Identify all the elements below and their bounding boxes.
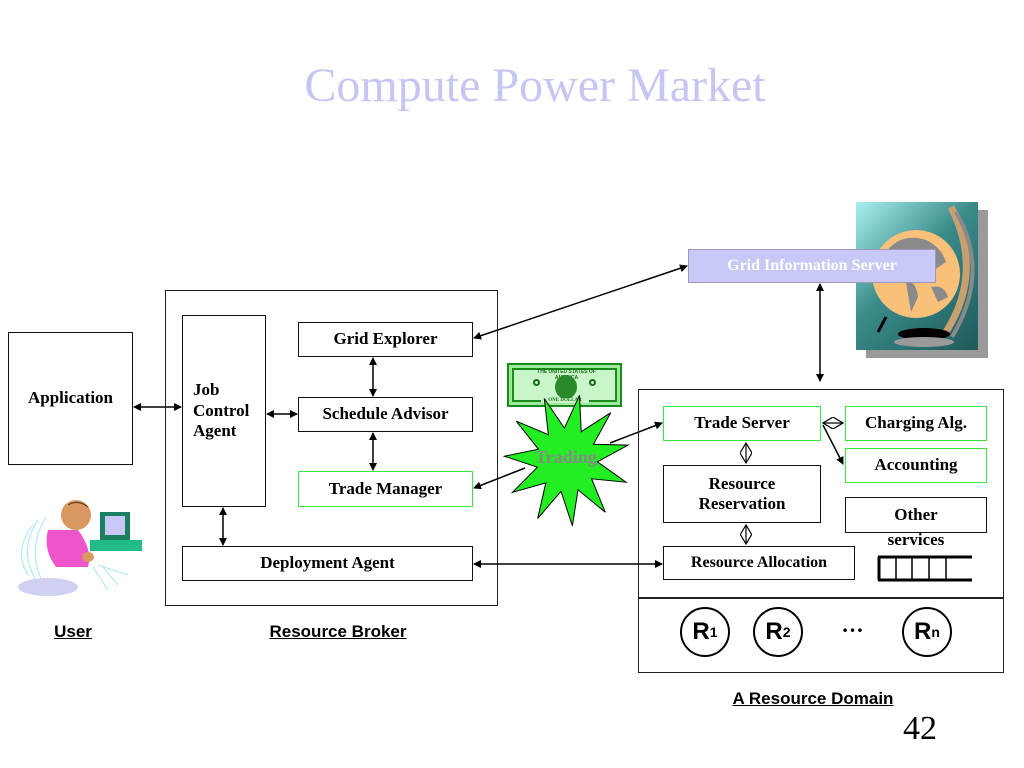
job-control-agent-box[interactable]: Job Control Agent bbox=[182, 315, 266, 507]
resource-r2-label: R bbox=[765, 618, 783, 645]
dollar-bill-denomination: ONE DOLLAR bbox=[541, 398, 589, 403]
resource-domain-divider bbox=[638, 597, 1004, 599]
application-box[interactable]: Application bbox=[8, 332, 133, 465]
accounting-label: Accounting bbox=[874, 455, 958, 475]
deployment-agent-box[interactable]: Deployment Agent bbox=[182, 546, 473, 581]
page-number: 42 bbox=[903, 710, 937, 747]
resource-r1-label: R bbox=[692, 618, 710, 645]
resource-allocation-label: Resource Allocation bbox=[690, 554, 828, 572]
grid-explorer-box[interactable]: Grid Explorer bbox=[298, 322, 473, 357]
resource-ellipsis: … bbox=[841, 612, 864, 637]
resource-domain-caption: A Resource Domain bbox=[732, 689, 894, 708]
resource-rn-sub: n bbox=[931, 624, 940, 640]
person-at-computer-icon bbox=[18, 500, 142, 596]
trade-manager-label: Trade Manager bbox=[328, 478, 443, 498]
other-services-sublabel: services bbox=[887, 530, 945, 549]
resource-allocation-box[interactable]: Resource Allocation bbox=[663, 546, 855, 580]
trade-manager-box[interactable]: Trade Manager bbox=[298, 471, 473, 507]
grid-explorer-label: Grid Explorer bbox=[333, 329, 438, 349]
charging-alg-box[interactable]: Charging Alg. bbox=[845, 406, 987, 441]
resource-r2-sub: 2 bbox=[782, 624, 791, 640]
other-services-label: Other bbox=[894, 504, 938, 524]
resource-rn-label: R bbox=[914, 618, 932, 645]
resource-domain-container bbox=[638, 389, 1004, 673]
resource-broker-caption: Resource Broker bbox=[269, 622, 407, 641]
trading-starburst-icon bbox=[502, 395, 630, 526]
accounting-box[interactable]: Accounting bbox=[845, 448, 987, 483]
trading-label: Trading bbox=[535, 447, 597, 467]
slide-title: Compute Power Market bbox=[304, 59, 766, 112]
resource-r1-sub: 1 bbox=[709, 624, 718, 640]
arrow-grid-explorer-gis bbox=[473, 264, 688, 340]
dollar-bill-icon: THE UNITED STATES OF AMERICA ONE DOLLAR bbox=[507, 363, 622, 407]
grid-information-server-label: Grid Information Server bbox=[727, 257, 897, 274]
queue-icon bbox=[877, 555, 972, 582]
resource-reservation-box[interactable]: Resource Reservation bbox=[663, 465, 821, 523]
job-control-agent-label: Job Control Agent bbox=[193, 380, 250, 441]
grid-information-server-box[interactable]: Grid Information Server bbox=[688, 249, 936, 283]
other-services-box[interactable]: Other bbox=[845, 497, 987, 533]
trade-server-label: Trade Server bbox=[694, 413, 790, 433]
deployment-agent-label: Deployment Agent bbox=[260, 553, 395, 573]
charging-alg-label: Charging Alg. bbox=[864, 413, 968, 433]
resource-broker-container bbox=[165, 290, 498, 606]
resource-reservation-label: Resource Reservation bbox=[698, 473, 786, 513]
schedule-advisor-box[interactable]: Schedule Advisor bbox=[298, 397, 473, 432]
application-label: Application bbox=[27, 388, 114, 408]
schedule-advisor-label: Schedule Advisor bbox=[322, 404, 449, 424]
user-caption: User bbox=[54, 622, 92, 641]
trade-server-box[interactable]: Trade Server bbox=[663, 406, 821, 441]
